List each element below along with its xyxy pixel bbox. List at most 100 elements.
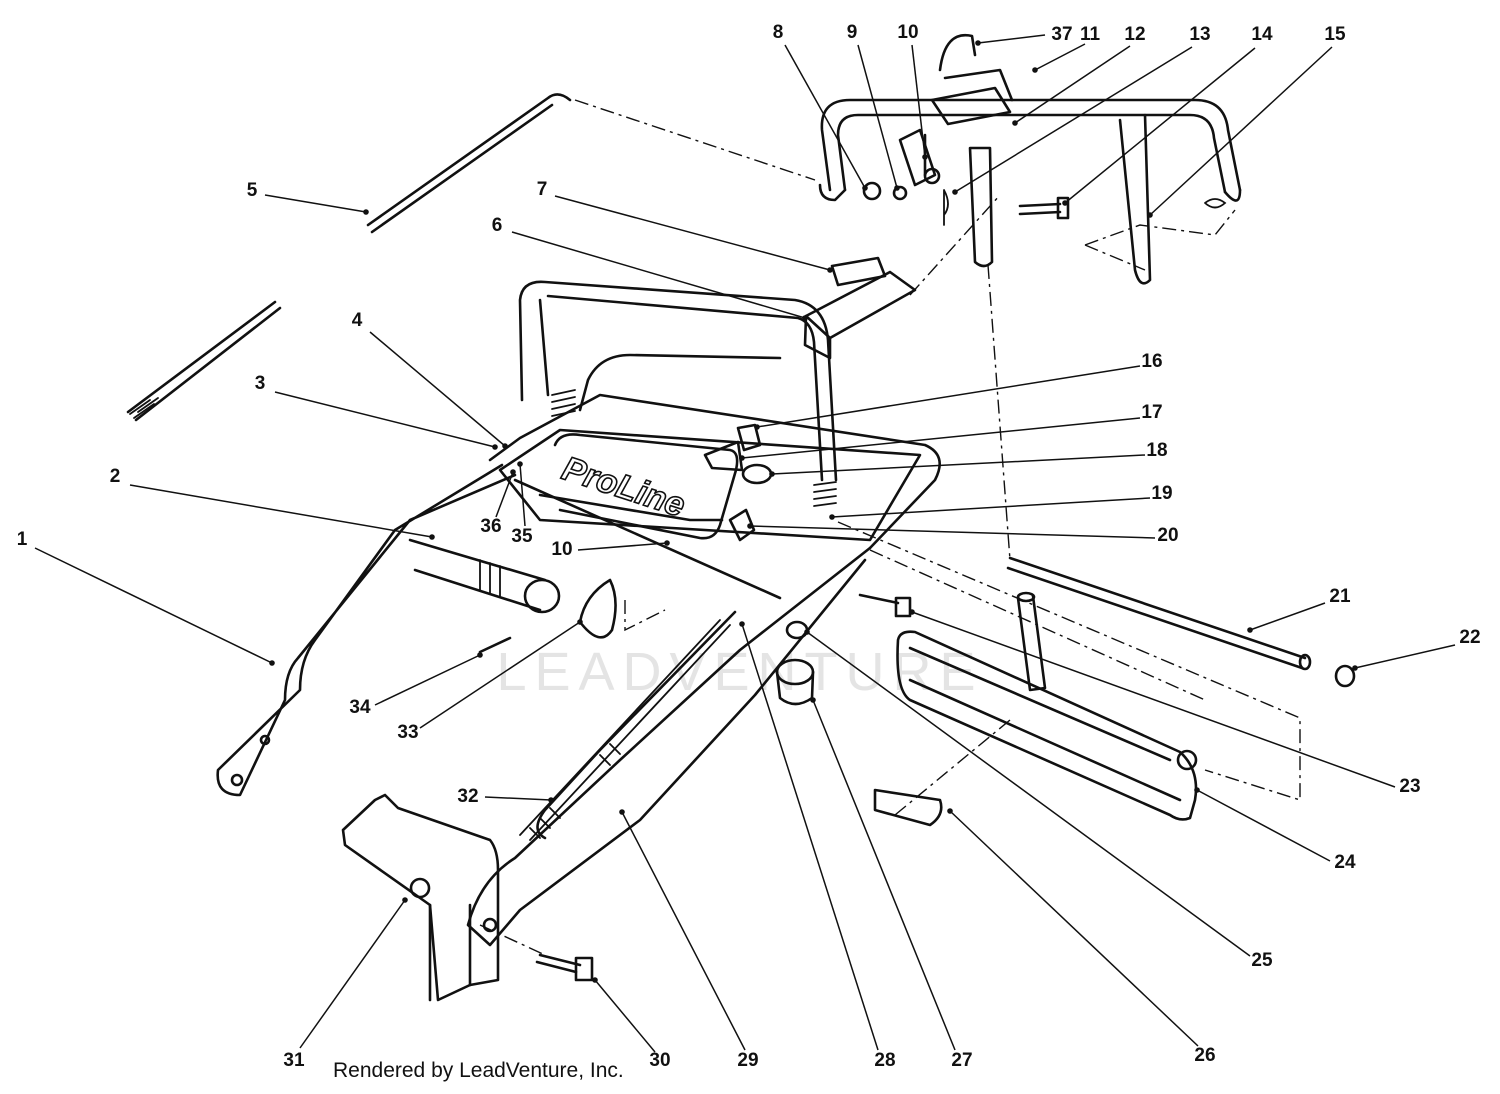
callout-c2: 2	[110, 466, 121, 487]
leader-dot-c30	[592, 977, 598, 983]
leader-dot-c7	[827, 267, 833, 273]
bail-pivot-15	[1204, 198, 1227, 209]
leader-line-c9	[857, 44, 898, 189]
leader-line-c12	[1014, 45, 1131, 124]
callout-c14: 14	[1251, 24, 1273, 45]
leader-line-c7	[554, 195, 831, 271]
leader-dot-c17	[739, 455, 745, 461]
leader-line-c32	[484, 796, 552, 801]
leader-dot-c3	[492, 444, 498, 450]
switch-20	[728, 508, 756, 542]
leader-line-c22	[1354, 644, 1456, 669]
bracket-cover-7	[830, 256, 887, 287]
leader-line-c26	[949, 810, 1199, 1047]
grip-26	[873, 788, 943, 827]
callout-c37: 37	[1051, 24, 1072, 45]
leader-line-c16	[756, 365, 1141, 428]
leader-line-c1	[34, 547, 273, 664]
callout-c33: 33	[397, 722, 418, 743]
carriage-bolt-14	[1018, 196, 1070, 220]
leader-dot-c9	[894, 185, 900, 191]
callout-c15: 15	[1324, 24, 1346, 45]
callout-c9: 9	[847, 22, 858, 43]
leader-line-c18	[771, 454, 1146, 475]
callout-c21: 21	[1329, 586, 1351, 607]
callout-c27: 27	[951, 1050, 972, 1071]
leader-dot-c37	[975, 40, 981, 46]
leader-dot-c10a	[922, 154, 928, 160]
spring-left	[551, 389, 576, 417]
leader-dot-c18	[769, 471, 775, 477]
leader-line-c8	[784, 44, 866, 189]
leader-dot-c12	[1012, 120, 1018, 126]
screw-34	[478, 636, 512, 654]
leader-dot-c35	[517, 461, 523, 467]
leader-line-c2	[129, 484, 433, 538]
callout-c5: 5	[247, 180, 258, 201]
leader-line-c6	[511, 231, 806, 319]
callout-c30: 30	[649, 1050, 670, 1071]
shaft-21	[1006, 556, 1312, 671]
callout-c18: 18	[1146, 440, 1167, 461]
spring-right	[813, 481, 837, 507]
leader-dot-c2	[429, 534, 435, 540]
leader-dot-c6	[802, 315, 808, 321]
leader-lines	[34, 34, 1456, 1053]
leader-line-c11	[1034, 43, 1086, 71]
leader-dot-c32	[548, 797, 554, 803]
callout-c11: 11	[1080, 24, 1101, 45]
leader-dot-c19	[829, 514, 835, 520]
leader-line-c4	[369, 331, 506, 447]
leader-dot-c11	[1032, 67, 1038, 73]
leader-line-c15	[1149, 46, 1333, 216]
ignition-key	[703, 423, 762, 472]
callout-c26: 26	[1194, 1045, 1215, 1066]
leader-dot-c34	[477, 652, 483, 658]
callout-c20: 20	[1157, 525, 1178, 546]
callout-c10b: 10	[551, 539, 572, 560]
leader-dot-c1	[269, 660, 275, 666]
leader-line-c29	[621, 811, 746, 1051]
leader-line-c37	[977, 34, 1046, 44]
spacer-and-washers	[862, 167, 949, 226]
leader-dot-c8	[862, 185, 868, 191]
cylinder-2	[408, 538, 561, 614]
callout-c7: 7	[537, 179, 548, 200]
leader-line-c3	[274, 391, 496, 448]
leader-dot-c14	[1062, 200, 1068, 206]
leader-dot-c13	[952, 189, 958, 195]
leader-line-c19	[831, 497, 1151, 518]
bolt-30	[535, 953, 594, 982]
callout-c32: 32	[457, 786, 478, 807]
control-rod-5	[366, 93, 572, 234]
leader-line-c24	[1196, 789, 1331, 862]
clip-22	[1334, 664, 1356, 688]
callout-c31: 31	[283, 1050, 305, 1071]
leader-dot-c5	[363, 209, 369, 215]
callout-c35: 35	[511, 526, 533, 547]
control-panel	[488, 393, 941, 600]
leader-dot-c22	[1352, 665, 1358, 671]
callout-c36: 36	[480, 516, 501, 537]
leader-line-c10b	[577, 542, 668, 551]
strap-33	[578, 578, 617, 639]
callout-c25: 25	[1251, 950, 1273, 971]
bolt-23	[858, 593, 900, 605]
callout-c10a: 10	[897, 22, 918, 43]
leader-line-c33	[419, 621, 581, 729]
footer-credit: Rendered by LeadVenture, Inc.	[333, 1059, 624, 1082]
upper-bracket	[898, 128, 994, 268]
leader-line-c27	[812, 699, 956, 1051]
leader-line-c23	[911, 611, 1396, 788]
leader-dot-c16	[754, 424, 760, 430]
threaded-rod	[126, 300, 282, 422]
lower-bail-24	[896, 630, 1198, 821]
bracket-plate-31	[341, 793, 500, 1002]
leader-dot-c15	[1147, 212, 1153, 218]
callout-c23: 23	[1399, 776, 1420, 797]
callout-c17: 17	[1141, 402, 1162, 423]
vertical-rod	[1016, 591, 1047, 692]
leader-dot-c27	[810, 697, 816, 703]
